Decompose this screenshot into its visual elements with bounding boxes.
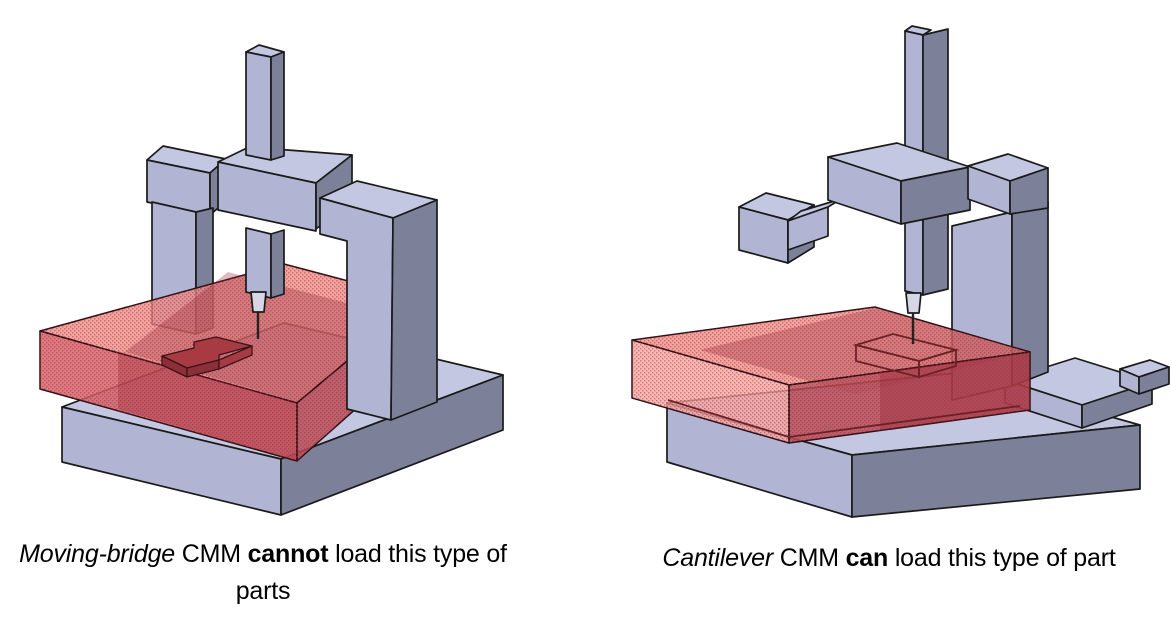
- part-left-top-dither: [40, 264, 420, 403]
- bridge-right-leg-side: [390, 199, 438, 421]
- column-cap-side: [1009, 167, 1049, 215]
- cantilever-cmm: [631, 25, 1170, 518]
- caption-moving-bridge: Moving-bridge CMM cannot load this type …: [8, 536, 518, 610]
- pedestal-step2-front: [1138, 366, 1170, 395]
- cantilever-carriage-side: [900, 166, 971, 225]
- bridge-carriage-front: [217, 161, 317, 232]
- moving-bridge-cmm: [39, 44, 504, 516]
- caption-cantilever: Cantilever CMM can load this type of par…: [648, 540, 1130, 577]
- bridge-quill-lower-front: [245, 227, 272, 299]
- bridge-quill-upper-side: [270, 51, 285, 161]
- table-riser-side: [918, 348, 957, 379]
- part-right-left-dither: [632, 340, 789, 443]
- caption-left-verdict: cannot: [247, 540, 329, 568]
- caption-right-rest: load this type of part: [894, 544, 1116, 572]
- cantilever-base-side-face: [851, 424, 1141, 518]
- part-left-front-dither: [40, 331, 297, 461]
- cantilever-probe-holder: [905, 292, 922, 314]
- part-box-right: [631, 306, 1031, 444]
- bridge-quill-upper-front: [245, 51, 272, 161]
- caption-right-conj: CMM: [779, 544, 839, 572]
- caption-right-verdict: can: [845, 544, 889, 572]
- bridge-probe-holder: [250, 291, 267, 313]
- caption-left-rest: load this type of parts: [235, 540, 507, 605]
- caption-right-machine-name: Cantilever: [662, 544, 773, 572]
- part-box-left: [39, 263, 421, 462]
- part-right-top-dither: [632, 307, 1030, 385]
- part-right-front-dither: [789, 352, 1030, 443]
- table-edge-through-part: [667, 399, 1021, 438]
- caption-left-conj: CMM: [181, 540, 241, 568]
- caption-left-machine-name: Moving-bridge: [19, 540, 175, 568]
- bridge-quill-lower-side: [270, 229, 285, 299]
- arm-beam-front: [787, 206, 829, 251]
- fixture-plate-side: [218, 345, 253, 370]
